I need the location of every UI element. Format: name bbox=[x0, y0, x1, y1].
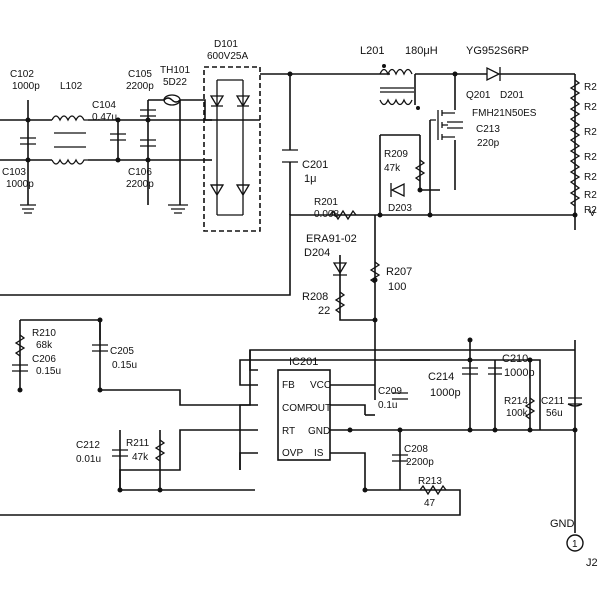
c104-value: 0.47u bbox=[92, 112, 117, 123]
r207-value: 100 bbox=[388, 281, 406, 293]
c214-ref: C214 bbox=[428, 371, 454, 383]
mosfet-q201 bbox=[430, 110, 455, 140]
c106-ref: C106 bbox=[128, 167, 152, 178]
d204-ref: D204 bbox=[304, 247, 330, 259]
c205-ref: C205 bbox=[110, 346, 134, 357]
pin-comp: COMP bbox=[282, 403, 312, 414]
q201-part: FMH21N50ES bbox=[472, 108, 537, 119]
c104-ref: C104 bbox=[92, 100, 116, 111]
right-label-3: R2 bbox=[584, 127, 597, 138]
c201-value: 1μ bbox=[304, 173, 316, 185]
bridge-d101 bbox=[203, 66, 261, 232]
connector-pin: 1 bbox=[572, 539, 578, 550]
right-label-8: V bbox=[589, 208, 596, 219]
th101-ref: TH101 bbox=[160, 65, 190, 76]
labels: C102 1000p C103 1000p L102 C104 0.47u C1… bbox=[2, 39, 598, 569]
c214-value: 1000p bbox=[430, 387, 461, 399]
pin-is: IS bbox=[314, 448, 324, 459]
r213-ref: R213 bbox=[418, 476, 442, 487]
right-label-5: R2 bbox=[584, 172, 597, 183]
r201-value: 0.008 bbox=[314, 209, 339, 220]
c211-ref: C211 bbox=[541, 396, 565, 407]
c103-value: 1000p bbox=[6, 179, 34, 190]
c213-value: 220p bbox=[477, 138, 500, 149]
inductors bbox=[51, 64, 420, 165]
ground-symbols bbox=[20, 204, 188, 214]
c209-value: 0.1u bbox=[378, 400, 397, 411]
c201-ref: C201 bbox=[302, 159, 328, 171]
pin-gnd: GND bbox=[308, 426, 330, 437]
gnd-label: GND bbox=[550, 518, 575, 530]
c208-value: 2200p bbox=[406, 457, 434, 468]
c102-value: 1000p bbox=[12, 81, 40, 92]
r213-value: 47 bbox=[424, 498, 436, 509]
r210-ref: R210 bbox=[32, 328, 56, 339]
right-label-1: R2 bbox=[584, 82, 597, 93]
c212-value: 0.01u bbox=[76, 454, 101, 465]
connector-j2-circle bbox=[566, 534, 584, 552]
c106-value: 2200p bbox=[126, 179, 154, 190]
pin-fb: FB bbox=[282, 380, 295, 391]
r208-value: 22 bbox=[318, 305, 330, 317]
c206-value: 0.15u bbox=[36, 366, 61, 377]
ic201-ref: IC201 bbox=[289, 356, 318, 368]
right-label-2: R2 bbox=[584, 102, 597, 113]
c210-value: 1000p bbox=[504, 367, 535, 379]
r210-value: 68k bbox=[36, 340, 53, 351]
thermistor-th101 bbox=[163, 94, 181, 106]
c209-ref: C209 bbox=[378, 386, 402, 397]
pin-vcc: VCC bbox=[310, 380, 331, 391]
d201-ref: D201 bbox=[500, 90, 524, 101]
c206-ref: C206 bbox=[32, 354, 56, 365]
l201-value: 180μH bbox=[405, 45, 438, 57]
c103-ref: C103 bbox=[2, 167, 26, 178]
c102-ref: C102 bbox=[10, 69, 34, 80]
r209-ref: R209 bbox=[384, 149, 408, 160]
r211-ref: R211 bbox=[126, 438, 150, 449]
right-label-7: R2 bbox=[584, 205, 597, 216]
connector-ref: J2 bbox=[586, 557, 598, 569]
c211-value: 56u bbox=[546, 408, 563, 419]
d203-ref: D203 bbox=[388, 203, 412, 214]
l201-ref: L201 bbox=[360, 45, 384, 57]
c208-ref: C208 bbox=[404, 444, 428, 455]
r211-value: 47k bbox=[132, 452, 149, 463]
ic201-body bbox=[277, 369, 331, 461]
q201-ref: Q201 bbox=[466, 90, 491, 101]
th101-value: 5D22 bbox=[163, 77, 187, 88]
right-label-6: R2 bbox=[584, 190, 597, 201]
c211-curve bbox=[567, 403, 583, 407]
r207-ref: R207 bbox=[386, 266, 412, 278]
r201-ref: R201 bbox=[314, 197, 338, 208]
d101-value: 600V25A bbox=[207, 51, 248, 62]
d101-ref: D101 bbox=[214, 39, 238, 50]
c210-ref: C210 bbox=[502, 353, 528, 365]
pin-rt: RT bbox=[282, 426, 295, 437]
c105-value: 2200p bbox=[126, 81, 154, 92]
pin-out: OUT bbox=[310, 403, 331, 414]
r214-value: 100k bbox=[506, 408, 529, 419]
d201-part: YG952S6RP bbox=[466, 45, 529, 57]
l102-ref: L102 bbox=[60, 81, 83, 92]
c212-ref: C212 bbox=[76, 440, 100, 451]
r214-ref: R214 bbox=[504, 396, 528, 407]
capacitors bbox=[12, 109, 582, 462]
r209-value: 47k bbox=[384, 163, 401, 174]
resistors bbox=[14, 79, 581, 496]
r208-ref: R208 bbox=[302, 291, 328, 303]
c105-ref: C105 bbox=[128, 69, 152, 80]
diodes bbox=[332, 66, 501, 276]
c213-ref: C213 bbox=[476, 124, 500, 135]
pin-ovp: OVP bbox=[282, 448, 303, 459]
d204-part: ERA91-02 bbox=[306, 233, 357, 245]
c205-value: 0.15u bbox=[112, 360, 137, 371]
right-label-4: R2 bbox=[584, 152, 597, 163]
